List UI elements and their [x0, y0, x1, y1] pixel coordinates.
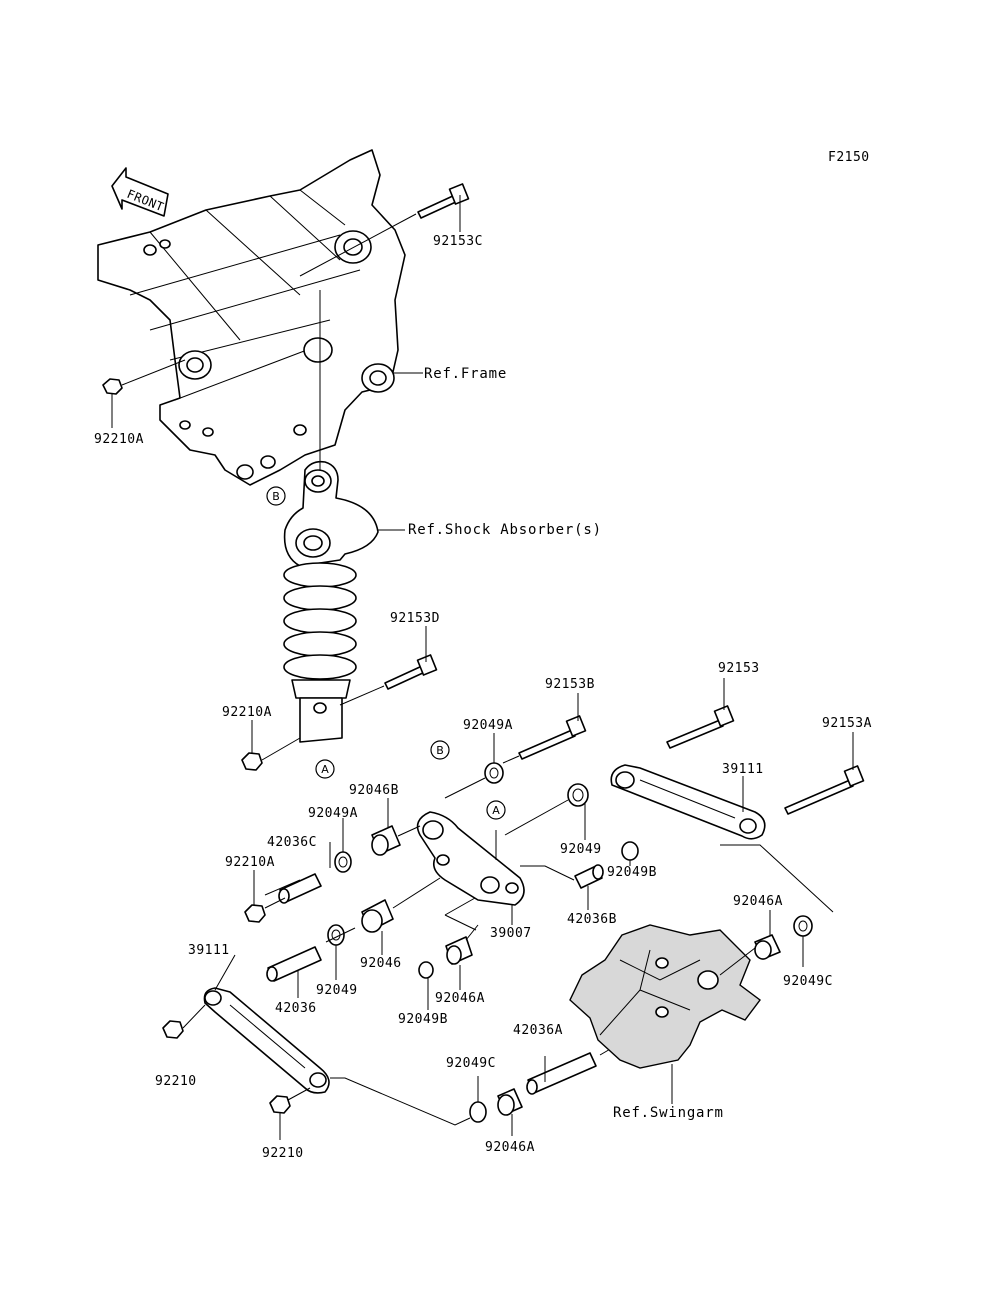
collar-42036: [266, 946, 322, 982]
svg-text:A: A: [492, 804, 500, 817]
part-label: 92049B: [398, 1012, 448, 1027]
part-label: 39111: [188, 943, 230, 958]
collar-42036a: [526, 1052, 597, 1095]
part-label: 92153C: [433, 234, 483, 249]
svg-text:A: A: [321, 763, 329, 776]
washer-92049-right: [567, 783, 589, 807]
part-label: 92210A: [222, 705, 272, 720]
nut-92210-bottom: [269, 1095, 291, 1114]
frame: [97, 149, 406, 486]
part-label: 92153A: [822, 716, 872, 731]
washer-92049c-right: [793, 915, 813, 937]
part-label: 92046A: [485, 1140, 535, 1155]
washer-92049a-lower: [334, 851, 352, 873]
nut-92210-left: [162, 1020, 184, 1039]
part-label: 92046A: [435, 991, 485, 1006]
ref-swingarm-label: Ref.Swingarm: [613, 1105, 724, 1121]
part-label: 92153B: [545, 677, 595, 692]
marker-a-link: A: [486, 800, 506, 820]
part-label: 92049C: [783, 974, 833, 989]
bolt-92153c: [417, 183, 470, 219]
svg-text:B: B: [436, 744, 444, 757]
part-label: 39111: [722, 762, 764, 777]
tie-rod-39111-lower: [203, 987, 330, 1094]
washer-92049b-left: [418, 961, 434, 979]
bushing-92046a-center: [445, 936, 473, 965]
bushing-92046a-lower: [497, 1088, 523, 1116]
svg-text:B: B: [272, 490, 280, 503]
washer-92049c-lower: [469, 1101, 487, 1123]
collar-42036c: [278, 873, 322, 904]
figure-code: F2150: [828, 150, 870, 165]
shock-absorber: [283, 290, 379, 743]
part-label: 92049: [560, 842, 602, 857]
swingarm: [569, 924, 761, 1069]
rocker-link-39007: [416, 811, 525, 906]
part-label: 92049A: [463, 718, 513, 733]
part-label: 42036: [275, 1001, 317, 1016]
bushing-92046: [361, 899, 394, 933]
part-label: 39007: [490, 926, 532, 941]
part-label: 92153: [718, 661, 760, 676]
nut-92210a-upper: [102, 378, 123, 395]
bushing-92046b: [371, 825, 401, 856]
bolt-92153b: [518, 715, 587, 760]
part-label: 92046A: [733, 894, 783, 909]
part-label: 92210: [262, 1146, 304, 1161]
part-label: 42036A: [513, 1023, 563, 1038]
part-label: 92210A: [94, 432, 144, 447]
bolt-92153a: [784, 765, 865, 815]
ref-frame-label: Ref.Frame: [424, 366, 507, 382]
part-label: 92210: [155, 1074, 197, 1089]
marker-a-left: A: [315, 759, 335, 779]
nut-92210a-lower: [244, 904, 266, 923]
part-label: 92049C: [446, 1056, 496, 1071]
part-label: 42036B: [567, 912, 617, 927]
collar-42036b: [574, 864, 604, 889]
tie-rod-39111-upper: [610, 764, 766, 840]
part-label: 92049: [316, 983, 358, 998]
marker-b-upper: B: [266, 486, 286, 506]
marker-b-middle: B: [430, 740, 450, 760]
part-label: 92210A: [225, 855, 275, 870]
part-label: 42036C: [267, 835, 317, 850]
nut-92210a-middle: [241, 752, 263, 771]
bushing-92046a-right: [754, 934, 781, 960]
part-label: 92049B: [607, 865, 657, 880]
bolt-92153: [666, 705, 735, 749]
washer-92049b-right: [621, 841, 639, 861]
part-label: 92046B: [349, 783, 399, 798]
part-label: 92046: [360, 956, 402, 971]
front-direction-arrow: FRONT: [111, 167, 169, 217]
bolt-92153d: [384, 654, 438, 690]
part-label: 92049A: [308, 806, 358, 821]
part-label: 92153D: [390, 611, 440, 626]
ref-shock-label: Ref.Shock Absorber(s): [408, 522, 602, 538]
washer-92049a-upper: [484, 762, 504, 784]
